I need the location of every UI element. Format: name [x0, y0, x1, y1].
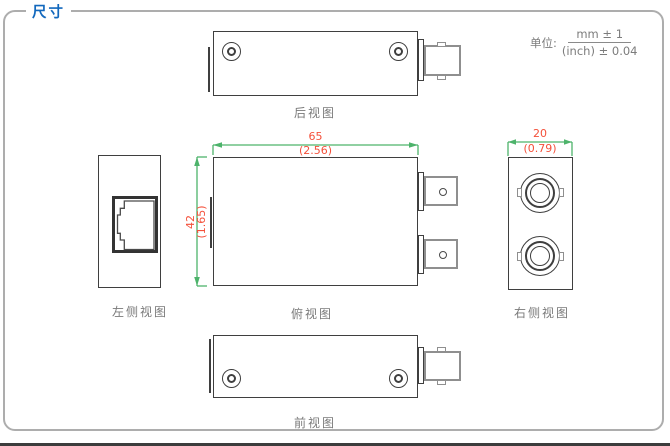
- length-dimension-line: [212, 142, 419, 155]
- width-dim-inch: (1.65): [195, 205, 208, 239]
- rear-left-flange: [208, 47, 210, 92]
- bnc-bayonet-pin: [437, 346, 446, 352]
- screw-center: [227, 47, 236, 56]
- width-dimension-line: [194, 156, 207, 287]
- units-fraction: mm ± 1 (inch) ± 0.04: [562, 27, 638, 59]
- bnc-bayonet-lug: [516, 251, 522, 261]
- bnc-base: [417, 172, 424, 211]
- top-body: [213, 157, 418, 286]
- bnc-bayonet-pin: [439, 187, 447, 196]
- length-dim-inch: (2.56): [298, 144, 333, 157]
- bnc-bayonet-lug: [516, 188, 522, 197]
- rj45-port: [112, 196, 158, 253]
- bnc-bayonet-pin: [437, 379, 446, 385]
- front-view-label: 前视图: [293, 416, 336, 430]
- units-inch-tolerance: (inch) ± 0.04: [561, 44, 638, 59]
- bnc-barrel: [424, 350, 461, 381]
- units-note: 单位: mm ± 1 (inch) ± 0.04: [530, 27, 638, 59]
- screw-center: [227, 374, 236, 383]
- front-body: [213, 335, 418, 398]
- front-left-flange: [209, 339, 211, 393]
- panel-border: [3, 10, 664, 431]
- panel-title: 尺寸: [26, 1, 71, 22]
- bnc-face-mid-ring: [525, 177, 555, 208]
- bnc-base: [417, 39, 424, 81]
- length-dim-mm: 65: [308, 130, 323, 143]
- units-mm-tolerance: mm ± 1: [568, 27, 632, 44]
- bnc-bayonet-lug: [558, 251, 564, 261]
- depth-dim-mm: 20: [533, 127, 547, 140]
- bnc-face-center: [530, 182, 550, 203]
- depth-dimension-line: [507, 139, 573, 156]
- rj45-jack-profile-icon: [116, 200, 155, 251]
- bnc-bayonet-pin: [437, 74, 446, 80]
- top-left-flange: [209, 197, 212, 248]
- top-view-label: 俯视图: [290, 307, 333, 321]
- bnc-bayonet-pin: [439, 251, 447, 259]
- bnc-bayonet-pin: [437, 41, 446, 47]
- bottom-divider: [0, 443, 670, 446]
- left-side-view-label: 左侧视图: [111, 305, 168, 319]
- screw-head-icon: [222, 369, 241, 388]
- rear-body: [213, 31, 418, 96]
- bnc-bayonet-lug: [558, 188, 564, 197]
- depth-dim-inch: (0.79): [523, 142, 557, 155]
- bnc-face-center: [530, 246, 550, 266]
- right-side-view-label: 右侧视图: [513, 306, 570, 320]
- units-label: 单位:: [530, 35, 557, 50]
- bnc-base: [417, 347, 424, 384]
- screw-center: [394, 374, 403, 383]
- bnc-face-mid-ring: [525, 241, 555, 271]
- rear-view-label: 后视图: [293, 106, 336, 120]
- screw-center: [394, 47, 403, 56]
- screw-head-icon: [222, 42, 241, 61]
- bnc-base: [417, 235, 424, 274]
- screw-head-icon: [389, 369, 408, 388]
- screw-head-icon: [389, 42, 408, 61]
- bnc-barrel: [424, 239, 458, 269]
- bnc-barrel: [424, 45, 461, 76]
